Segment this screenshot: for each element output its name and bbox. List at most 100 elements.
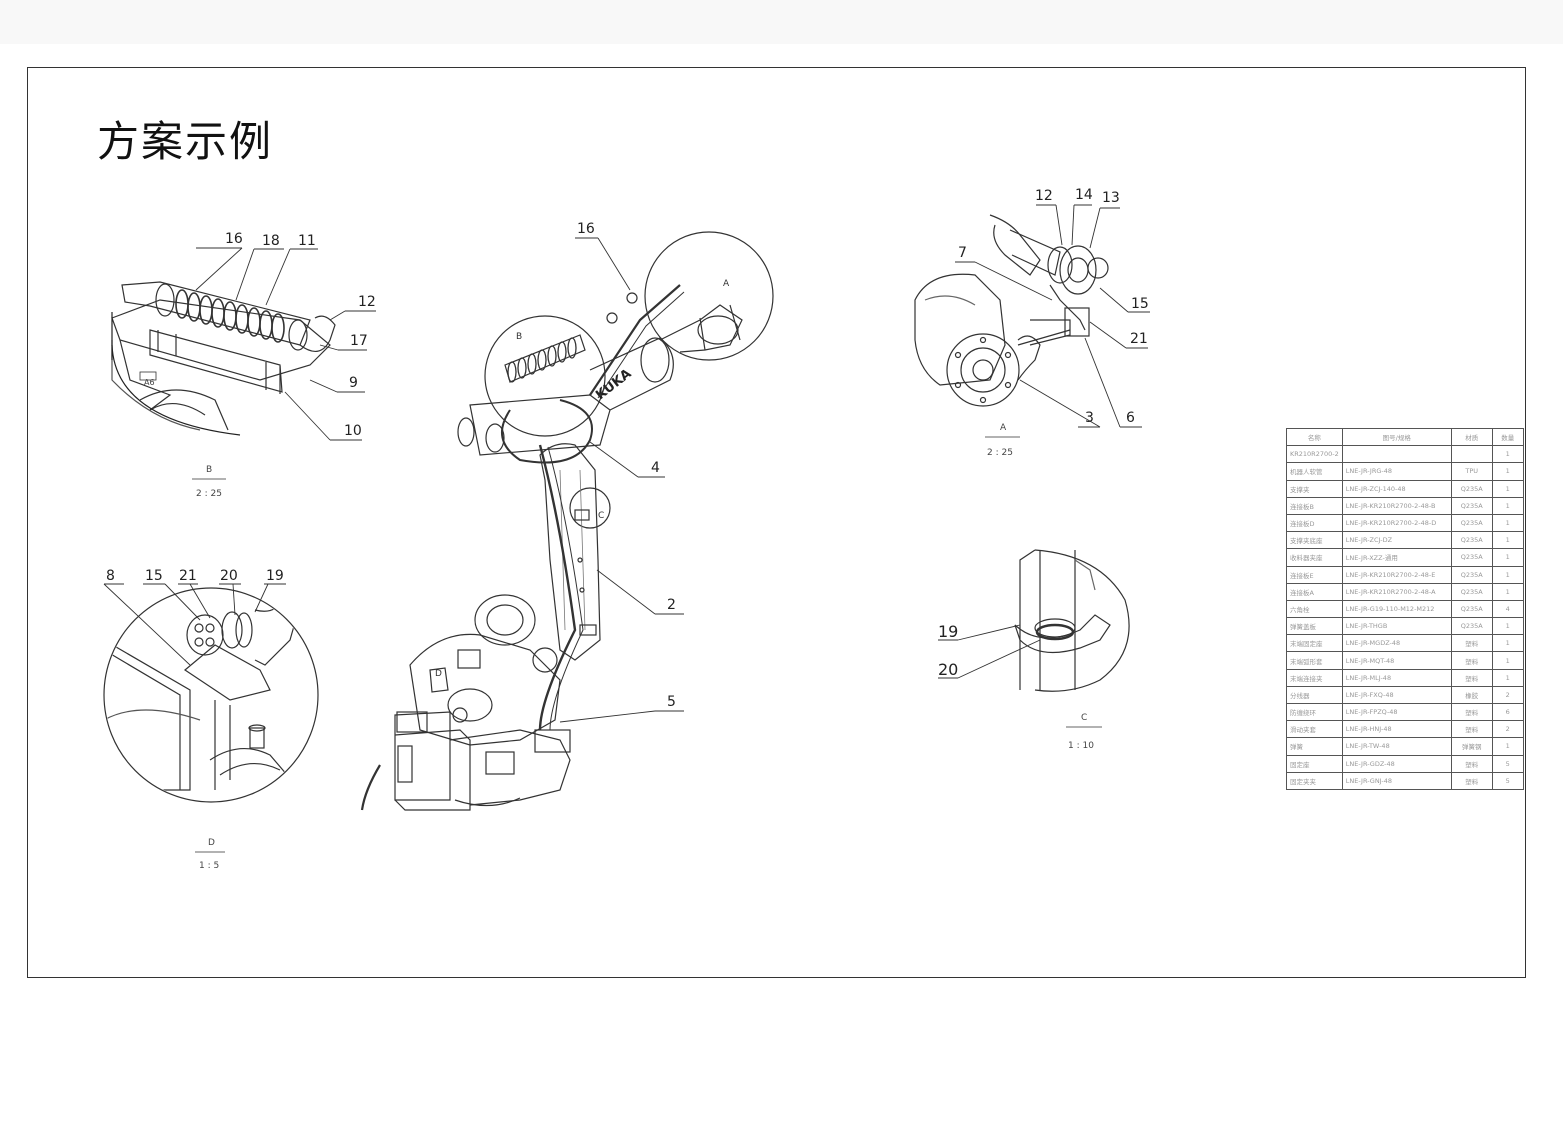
bom-cell: 1 (1491, 617, 1524, 636)
bom-cell: 1 (1491, 496, 1524, 515)
callout-main-2: 2 (667, 597, 676, 613)
bom-cell: LNE-JR-XZZ-通用 (1341, 548, 1452, 567)
bom-cell: Q235A (1450, 548, 1493, 567)
bom-header-row: 名称 图号/规格 材质 数量 (1286, 427, 1524, 447)
callout-d-20: 20 (220, 568, 238, 584)
bom-cell: 2 (1491, 720, 1524, 739)
bom-header-material: 材质 (1450, 427, 1493, 447)
bom-cell: LNE-JR-GDZ-48 (1341, 754, 1452, 773)
callout-a-3: 3 (1085, 410, 1094, 426)
view-c-letter: C (1081, 713, 1087, 723)
bom-cell: LNE-JR-KR210R2700-2-48-E (1341, 565, 1452, 584)
callout-a-12: 12 (1035, 188, 1053, 204)
view-b-letter: B (206, 465, 212, 475)
callout-b-18: 18 (262, 233, 280, 249)
callout-d-8: 8 (106, 568, 115, 584)
bom-cell: 1 (1491, 582, 1524, 601)
bom-cell: 弹簧盖板 (1286, 617, 1343, 636)
callout-main-4: 4 (651, 460, 660, 476)
bom-cell: LNE-JR-MQT-48 (1341, 651, 1452, 670)
bom-header-name: 名称 (1286, 427, 1343, 447)
kuka-logo: KUKA (593, 366, 634, 403)
bom-cell: 塑料 (1450, 771, 1493, 790)
bom-cell: 支撑夹底座 (1286, 531, 1343, 550)
bom-cell: 4 (1491, 599, 1524, 619)
callout-d-15: 15 (145, 568, 163, 584)
callout-b-9: 9 (349, 375, 358, 391)
bom-cell: Q235A (1450, 617, 1493, 636)
bom-cell: LNE-JR-HNJ-48 (1341, 720, 1452, 739)
callout-d-19: 19 (266, 568, 284, 584)
callout-main-5: 5 (667, 694, 676, 710)
bom-cell: 塑料 (1450, 720, 1493, 739)
circle-label-c: C (598, 511, 604, 521)
bom-cell: 塑料 (1450, 702, 1493, 722)
top-band (0, 0, 1563, 44)
bom-cell: 橡胶 (1450, 685, 1493, 705)
callout-a-21: 21 (1130, 331, 1148, 347)
bom-cell: TPU (1450, 462, 1493, 481)
bom-cell: 5 (1491, 754, 1524, 773)
bom-cell: 1 (1491, 548, 1524, 567)
bom-cell: Q235A (1450, 513, 1493, 533)
detail-view-b: 16 18 11 12 17 9 10 A6 B 2 : 25 (111, 231, 376, 499)
bom-cell: 固定夹夹 (1286, 771, 1343, 790)
callout-c-20: 20 (938, 660, 958, 679)
bom-cell: LNE-JR-THGB (1341, 617, 1452, 636)
bom-header-code: 图号/规格 (1341, 427, 1452, 447)
bom-cell: 塑料 (1450, 651, 1493, 670)
bom-cell: KR210R2700-2 (1286, 445, 1343, 464)
bom-cell: 分线器 (1286, 685, 1343, 705)
bom-cell: 弹簧钢 (1450, 737, 1493, 756)
bom-cell: 1 (1491, 668, 1524, 687)
drawing-sheet-border (27, 67, 1526, 978)
bom-cell: LNE-JR-KR210R2700-2-48-A (1341, 582, 1452, 601)
circle-label-a: A (723, 279, 730, 289)
bom-cell: LNE-JR-KR210R2700-2-48-B (1341, 496, 1452, 515)
callout-a-13: 13 (1102, 190, 1120, 206)
detail-view-d: 8 15 21 20 19 D 1 : 5 (103, 568, 319, 871)
bom-cell: Q235A (1450, 599, 1493, 619)
view-d-scale: 1 : 5 (199, 861, 219, 871)
bom-cell: 1 (1491, 565, 1524, 584)
bom-cell: 机器人软管 (1286, 462, 1343, 481)
page-title: 方案示例 (97, 117, 274, 166)
bom-cell: 6 (1491, 702, 1524, 722)
callout-b-10: 10 (344, 423, 362, 439)
view-a-letter: A (1000, 423, 1007, 433)
bom-cell: 弹簧 (1286, 737, 1343, 756)
bom-cell: 连接板B (1286, 496, 1343, 515)
bom-cell: 1 (1491, 651, 1524, 670)
view-d-letter: D (208, 838, 215, 848)
bom-cell (1341, 445, 1452, 464)
bom-cell: Q235A (1450, 565, 1493, 584)
bom-cell: LNE-JR-FPZQ-48 (1341, 702, 1452, 722)
bom-cell: 2 (1491, 685, 1524, 705)
bom-header-qty: 数量 (1491, 427, 1524, 447)
robot-main-view: A B C D KUKA (360, 221, 774, 811)
callout-a-6: 6 (1126, 410, 1135, 426)
bom-cell: 1 (1491, 531, 1524, 550)
bom-cell: 末端连接夹 (1286, 668, 1343, 687)
bom-cell: 连接板E (1286, 565, 1343, 584)
callout-a-15: 15 (1131, 296, 1149, 312)
bom-cell: 收料器夹座 (1286, 548, 1343, 567)
bom-cell: LNE-JR-MGDZ-48 (1341, 634, 1452, 653)
